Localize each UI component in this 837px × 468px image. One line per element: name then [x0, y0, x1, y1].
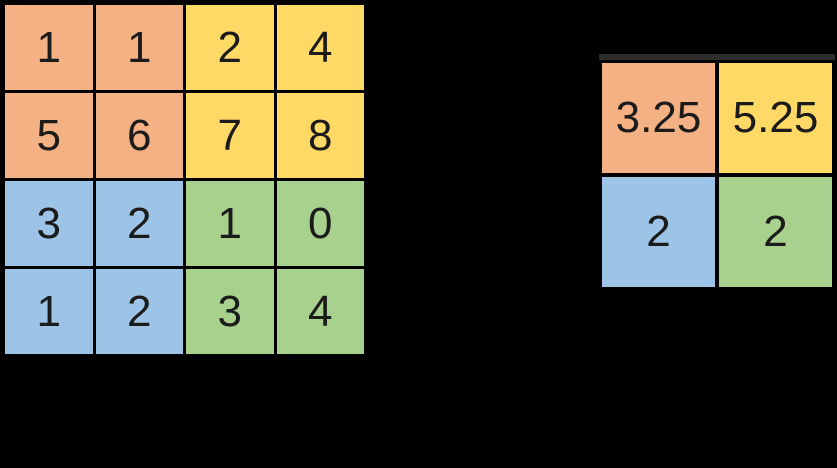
input-cell-r1c1: 6 [95, 93, 183, 178]
input-cell-r0c2: 2 [186, 5, 274, 90]
output-cell-r0c0: 3.25 [602, 63, 715, 173]
input-cell-r2c2: 1 [186, 181, 274, 266]
input-cell-r3c0: 1 [5, 269, 93, 354]
input-cell-r1c0: 5 [5, 93, 93, 178]
output-pooled-grid-wrap: 3.25 5.25 2 2 [599, 54, 835, 290]
input-cell-r0c3: 4 [276, 5, 364, 90]
output-cell-r1c0: 2 [602, 177, 715, 287]
input-cell-r3c2: 3 [186, 269, 274, 354]
output-cell-r1c1: 2 [719, 177, 832, 287]
output-grid-top-edge [599, 54, 835, 60]
input-cell-r2c1: 2 [95, 181, 183, 266]
output-cell-r0c1: 5.25 [719, 63, 832, 173]
input-cell-r0c1: 1 [95, 5, 183, 90]
input-cell-r0c0: 1 [5, 5, 93, 90]
input-cell-r3c1: 2 [95, 269, 183, 354]
input-cell-r1c2: 7 [186, 93, 274, 178]
output-pooled-grid: 3.25 5.25 2 2 [599, 60, 835, 290]
input-cell-r1c3: 8 [276, 93, 364, 178]
input-feature-map-grid: 1 1 2 4 5 6 7 8 3 2 1 0 1 2 3 4 [2, 2, 367, 357]
input-cell-r3c3: 4 [276, 269, 364, 354]
input-cell-r2c3: 0 [276, 181, 364, 266]
input-cell-r2c0: 3 [5, 181, 93, 266]
